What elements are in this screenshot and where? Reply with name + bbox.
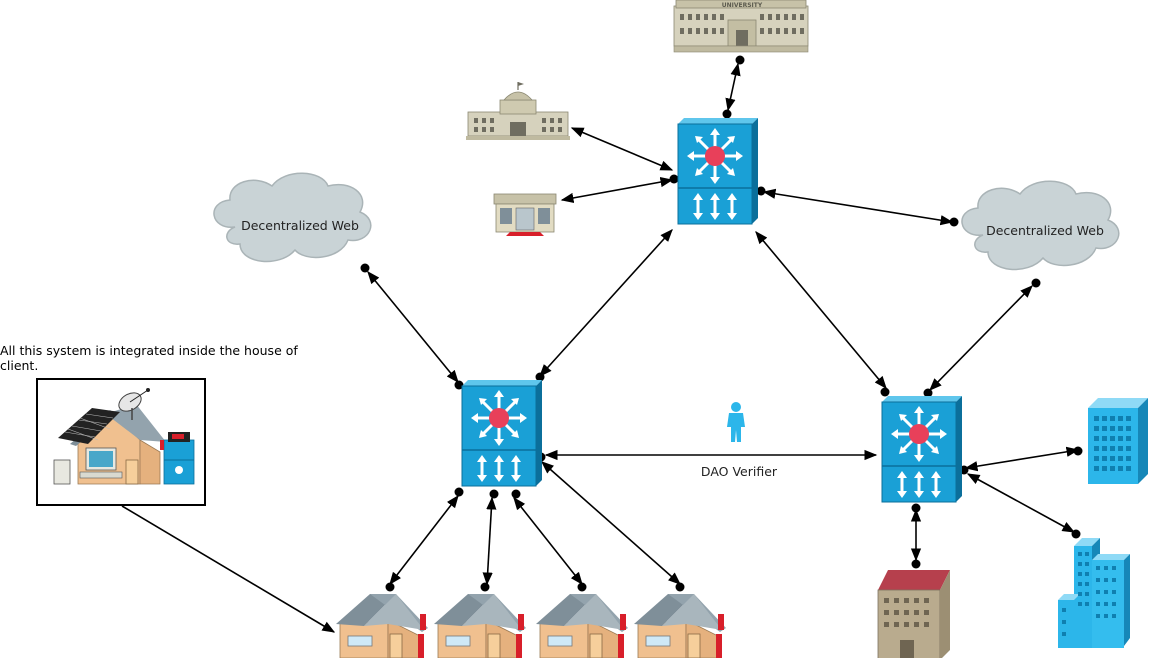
university-sign: UNIVERSITY <box>722 2 763 9</box>
house-icon-2 <box>433 593 527 658</box>
switch-icon-right <box>880 394 964 504</box>
cloud-right-label: Decentralized Web <box>986 223 1104 238</box>
switch-icon-left <box>460 378 544 488</box>
person-icon <box>727 402 745 442</box>
cloud-left-label: Decentralized Web <box>241 218 359 233</box>
system-note: All this system is integrated inside the… <box>0 343 298 373</box>
switch-icon-top <box>676 116 760 226</box>
office-building-icon-1 <box>1088 398 1148 484</box>
connection-dots <box>360 55 1083 592</box>
dao-verifier-label: DAO Verifier <box>701 464 778 479</box>
house-icon-3 <box>535 593 629 658</box>
shop-icon <box>493 193 557 236</box>
satellite-dish-icon <box>118 388 150 420</box>
cloud-icon-right: Decentralized Web <box>961 180 1120 271</box>
capitol-icon <box>466 82 570 140</box>
client-system-box <box>36 378 206 506</box>
university-icon: UNIVERSITY <box>673 0 809 53</box>
office-building-icon-2 <box>1058 538 1130 648</box>
cloud-icon-left: Decentralized Web <box>213 172 372 263</box>
connections <box>121 62 1080 633</box>
solar-panel-icon <box>58 408 120 444</box>
tower-icon <box>877 570 950 658</box>
house-icon-4 <box>633 593 727 658</box>
house-icon-1 <box>335 593 429 658</box>
